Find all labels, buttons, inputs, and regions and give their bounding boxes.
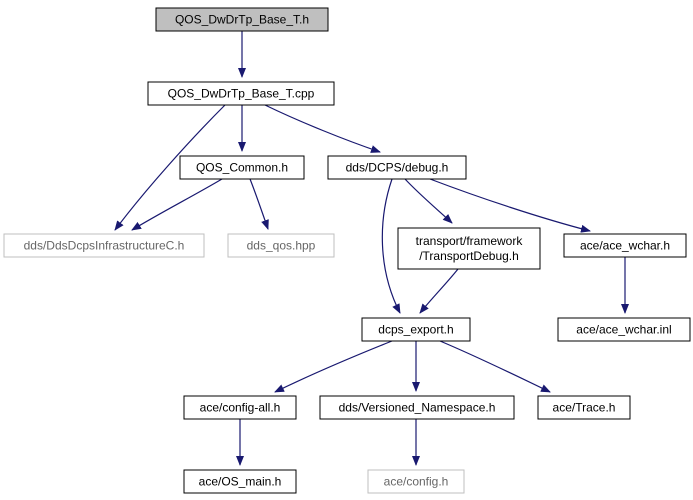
node-label: ace/config.h — [384, 475, 449, 489]
node-qoscommon[interactable]: QOS_Common.h — [179, 155, 305, 180]
edge-debug-to-transport — [404, 178, 453, 224]
edge-qoscommon-to-ddsqos — [249, 178, 269, 230]
edge-debug-to-wchar — [429, 178, 591, 233]
node-label: QOS_DwDrTp_Base_T.cpp — [168, 87, 315, 101]
node-box — [327, 155, 467, 180]
edge-debug-to-dcpsexport — [381, 178, 401, 314]
node-label: ace/ace_wchar.inl — [576, 323, 671, 337]
node-dcpsexport[interactable]: dcps_export.h — [361, 317, 471, 342]
node-cpp[interactable]: QOS_DwDrTp_Base_T.cpp — [147, 81, 335, 106]
node-label: ace/Trace.h — [553, 401, 616, 415]
node-box — [147, 81, 335, 106]
node-wcharinl[interactable]: ace/ace_wchar.inl — [557, 317, 691, 342]
node-wchar[interactable]: ace/ace_wchar.h — [563, 233, 687, 258]
edge-dcpsexport-to-configall — [274, 340, 393, 393]
node-box — [537, 395, 631, 420]
nodes: QOS_DwDrTp_Base_T.hQOS_DwDrTp_Base_T.cpp… — [3, 7, 691, 494]
node-box — [227, 233, 335, 258]
node-box — [361, 317, 471, 342]
edge-dcpsexport-to-trace — [439, 340, 551, 393]
node-label: ace/config-all.h — [200, 401, 281, 415]
node-box — [3, 233, 205, 258]
edge-transport-to-dcpsexport — [419, 268, 459, 314]
node-box — [183, 469, 297, 494]
node-box — [563, 233, 687, 258]
node-label: QOS_Common.h — [196, 161, 288, 175]
node-label: dds/DCPS/debug.h — [346, 161, 449, 175]
node-label: dds/Versioned_Namespace.h — [339, 401, 496, 415]
node-label: QOS_DwDrTp_Base_T.h — [175, 13, 309, 27]
edge-cpp-to-ddsinfra — [114, 104, 226, 231]
node-configall[interactable]: ace/config-all.h — [183, 395, 297, 420]
node-box — [397, 227, 541, 270]
node-versioned[interactable]: dds/Versioned_Namespace.h — [319, 395, 515, 420]
node-ddsqos[interactable]: dds_qos.hpp — [227, 233, 335, 258]
node-label: dcps_export.h — [378, 323, 453, 337]
node-ddsinfra[interactable]: dds/DdsDcpsInfrastructureC.h — [3, 233, 205, 258]
edge-qoscommon-to-ddsinfra — [131, 178, 223, 231]
node-transport[interactable]: transport/framework/TransportDebug.h — [397, 227, 541, 270]
node-label: dds_qos.hpp — [247, 239, 316, 253]
node-box — [367, 469, 465, 494]
node-debug[interactable]: dds/DCPS/debug.h — [327, 155, 467, 180]
node-label: transport/framework — [416, 234, 524, 248]
edges — [114, 30, 630, 466]
node-box — [183, 395, 297, 420]
node-box — [557, 317, 691, 342]
edge-cpp-to-debug — [264, 104, 381, 153]
node-box — [319, 395, 515, 420]
node-box — [155, 7, 329, 32]
node-label: dds/DdsDcpsInfrastructureC.h — [24, 239, 185, 253]
node-root[interactable]: QOS_DwDrTp_Base_T.h — [155, 7, 329, 32]
node-label: ace/OS_main.h — [199, 475, 282, 489]
node-config[interactable]: ace/config.h — [367, 469, 465, 494]
node-label: /TransportDebug.h — [419, 249, 519, 263]
node-label: ace/ace_wchar.h — [580, 239, 670, 253]
node-trace[interactable]: ace/Trace.h — [537, 395, 631, 420]
node-box — [179, 155, 305, 180]
node-osmain[interactable]: ace/OS_main.h — [183, 469, 297, 494]
